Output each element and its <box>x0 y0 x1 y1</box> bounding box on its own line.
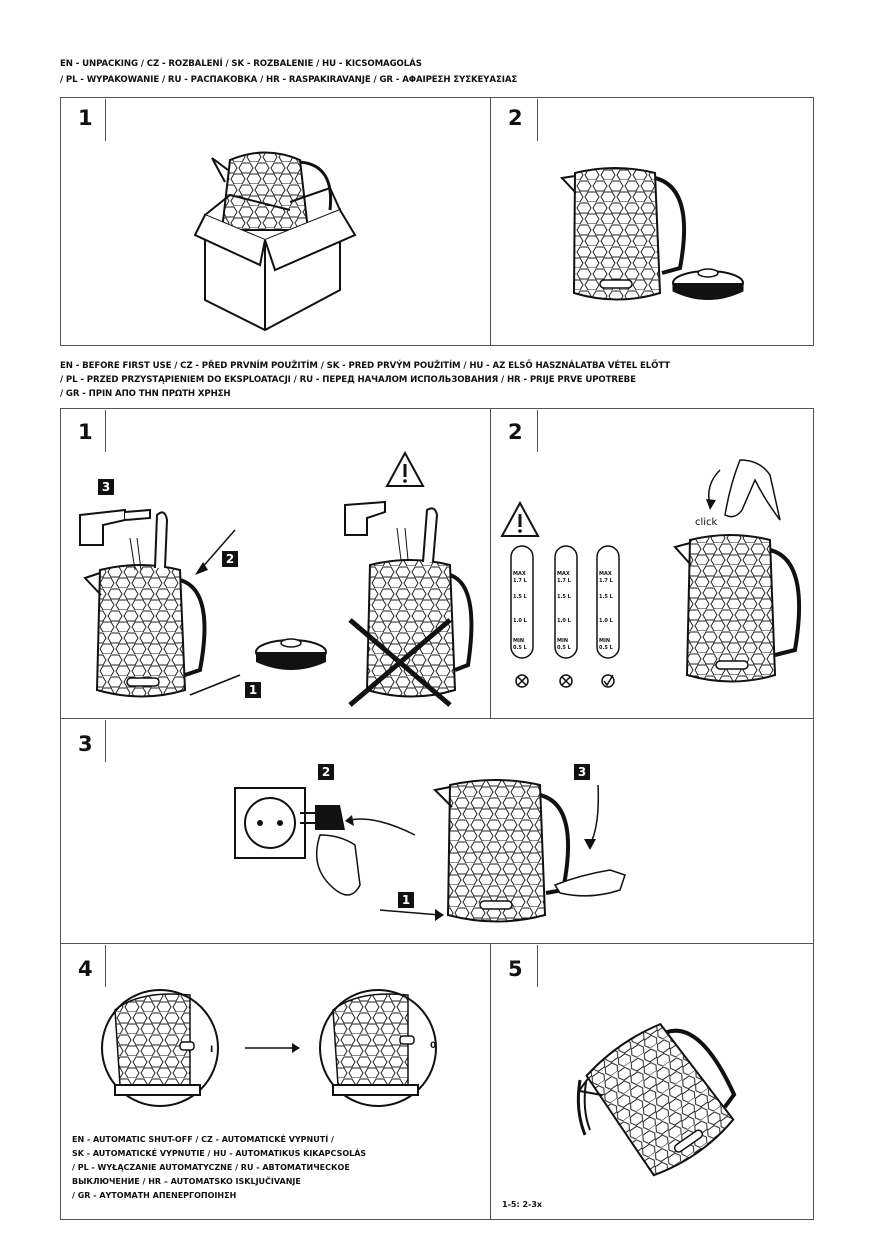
step-number-5: 5 <box>508 957 523 981</box>
badge-2: 2 <box>222 551 238 567</box>
step-marker-line <box>105 945 106 987</box>
shutoff-text-line4: ВЫКЛЮЧЕНИЕ / HR – AUTOMATSKO ISKLJUČIVAN… <box>72 1177 301 1186</box>
section-header-first-use-line3: / GR - ΠΡΙΝ ΑΠΟ ΤΗΝ ΠΡΩΤΗ ΧΡΗΣΗ <box>60 389 231 399</box>
shutoff-text-line5: / GR - ΑΥΤΟΜΑΤΗ ΑΠΕΝΕΡΓΟΠΟΙΗΣΗ <box>72 1191 237 1200</box>
first-use-panel <box>60 408 814 1220</box>
repeat-note: 1-5: 2-3x <box>502 1200 543 1209</box>
unpack-step-number-1: 1 <box>78 106 93 130</box>
gauge-label-10: 1.0 L <box>513 618 527 624</box>
gauge-label-17: 1.7 L <box>599 578 613 584</box>
row-divider <box>60 943 814 944</box>
step-marker-line <box>105 720 106 762</box>
click-label: click <box>695 517 718 528</box>
gauge-label-05: 0.5 L <box>557 645 571 651</box>
switch-on-label: I <box>210 1045 214 1055</box>
gauge-label-max: MAX <box>557 571 570 577</box>
panel-divider <box>490 943 491 1220</box>
step-number-3: 3 <box>78 732 93 756</box>
step-number-4: 4 <box>78 957 93 981</box>
shutoff-text-line2: SK - AUTOMATICKÉ VYPNUTIE / HU - AUTOMAT… <box>72 1149 367 1158</box>
plug-in-and-switch-on-illustration <box>234 779 626 923</box>
switch-on-off-illustration <box>101 989 437 1107</box>
gauge-label-10: 1.0 L <box>557 618 571 624</box>
gauge-label-17: 1.7 L <box>513 578 527 584</box>
panel-divider <box>490 97 491 346</box>
step-marker-line <box>537 99 538 141</box>
gauge-label-15: 1.5 L <box>513 594 527 600</box>
shutoff-text-line3: / PL - WYŁĄCZANIE AUTOMATYCZNE / RU - АВ… <box>72 1163 350 1172</box>
gauge-label-max: MAX <box>599 571 612 577</box>
row-divider <box>60 718 814 719</box>
step-marker-line <box>537 410 538 452</box>
gauge-label-min: MIN <box>513 638 525 644</box>
switch-off-label: 0 <box>430 1041 437 1051</box>
warning-icon <box>500 500 540 537</box>
kettle-in-box-illustration <box>193 151 357 332</box>
gauge-label-10: 1.0 L <box>599 618 613 624</box>
gauge-label-min: MIN <box>599 638 611 644</box>
section-header-first-use-line1: EN - BEFORE FIRST USE / CZ - PŘED PRVNÍM… <box>60 361 671 371</box>
water-level-gauges-illustration <box>510 545 620 688</box>
badge-3: 3 <box>98 479 114 495</box>
shutoff-text-line1: EN - AUTOMATIC SHUT-OFF / CZ - AUTOMATIC… <box>72 1135 334 1144</box>
section-header-first-use-line2: / PL - PRZED PRZYSTĄPIENIEM DO EKSPLOATA… <box>60 375 636 385</box>
step-marker-line <box>105 99 106 141</box>
kettle-and-base-illustration <box>559 167 744 301</box>
step-marker-line <box>537 945 538 987</box>
gauge-label-15: 1.5 L <box>599 594 613 600</box>
kettle-lid-press-illustration <box>673 459 802 683</box>
unpack-step-number-2: 2 <box>508 106 523 130</box>
badge-1: 1 <box>245 682 261 698</box>
step-marker-line <box>105 410 106 452</box>
gauge-label-min: MIN <box>557 638 569 644</box>
badge-1: 1 <box>398 892 414 908</box>
filling-kettle-illustration <box>79 500 474 707</box>
gauge-label-05: 0.5 L <box>599 645 613 651</box>
warning-icon <box>385 450 425 487</box>
pouring-kettle-illustration <box>576 1022 737 1177</box>
panel-divider <box>490 408 491 718</box>
section-header-unpacking-line2: / PL - WYPAKOWANIE / RU - РАСПАКОВКА / H… <box>60 75 518 85</box>
gauge-label-max: MAX <box>513 571 526 577</box>
unpacking-panel <box>60 97 814 346</box>
gauge-label-17: 1.7 L <box>557 578 571 584</box>
badge-3: 3 <box>574 764 590 780</box>
gauge-label-15: 1.5 L <box>557 594 571 600</box>
badge-2: 2 <box>318 764 334 780</box>
section-header-unpacking-line1: EN - UNPACKING / CZ - ROZBALENÍ / SK - R… <box>60 59 422 69</box>
step-number-1: 1 <box>78 420 93 444</box>
gauge-label-05: 0.5 L <box>513 645 527 651</box>
step-number-2: 2 <box>508 420 523 444</box>
